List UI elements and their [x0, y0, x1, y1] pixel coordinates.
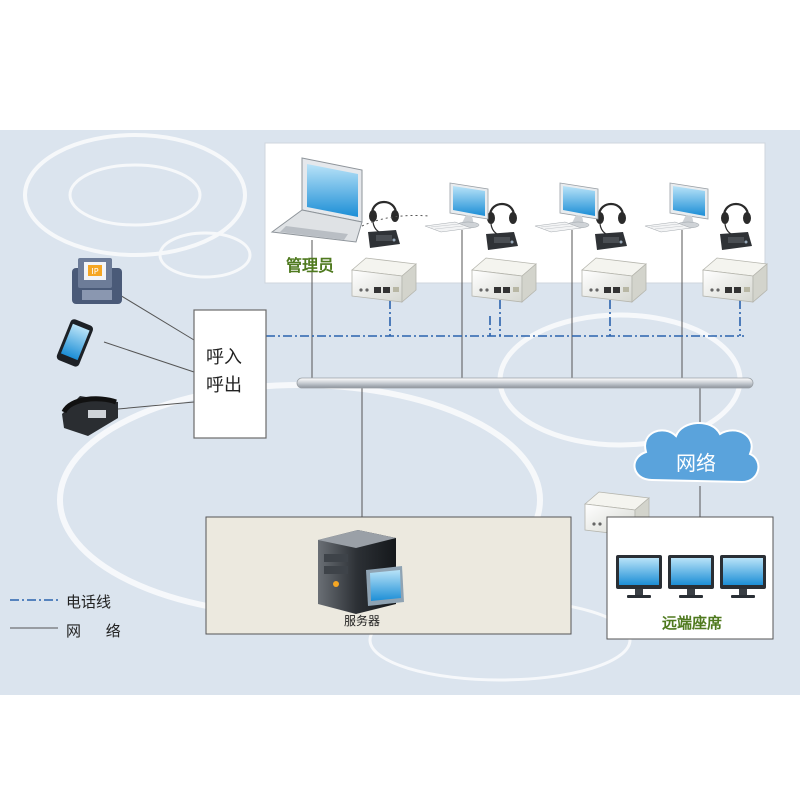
- svg-text:IP: IP: [91, 267, 98, 276]
- call-in-label: 呼入: [206, 347, 242, 368]
- legend-phone-line-label: 电话线: [66, 593, 112, 611]
- voice-gateway-box-icon: [351, 257, 417, 303]
- voice-gateway-box-icon: [581, 257, 647, 303]
- call-out-label: 呼出: [206, 375, 242, 396]
- admin-label: 管理员: [286, 256, 335, 275]
- call-in-out-box: [193, 309, 267, 439]
- server-icon: [318, 530, 404, 614]
- server-label: 服务器: [344, 614, 381, 628]
- smartphone-icon: [56, 319, 94, 367]
- call-in-out-label: 呼入 呼出: [206, 344, 242, 400]
- network-backbone: [296, 377, 754, 389]
- remote-agents-label: 远端座席: [662, 614, 723, 632]
- desk-telephone-icon: [61, 396, 118, 436]
- legend-network-label: 网 络: [66, 622, 131, 640]
- voice-gateway-box-icon: [471, 257, 537, 303]
- network-cloud-icon: [633, 421, 760, 484]
- voice-gateway-box-icon: [702, 257, 768, 303]
- laptop-icon: [270, 157, 363, 243]
- cloud-label: 网络: [676, 451, 716, 475]
- phone-lines: [266, 300, 744, 337]
- admin-link-line: [361, 215, 431, 227]
- ip-phone-icon: IP: [72, 258, 122, 304]
- network-lines: [99, 230, 701, 517]
